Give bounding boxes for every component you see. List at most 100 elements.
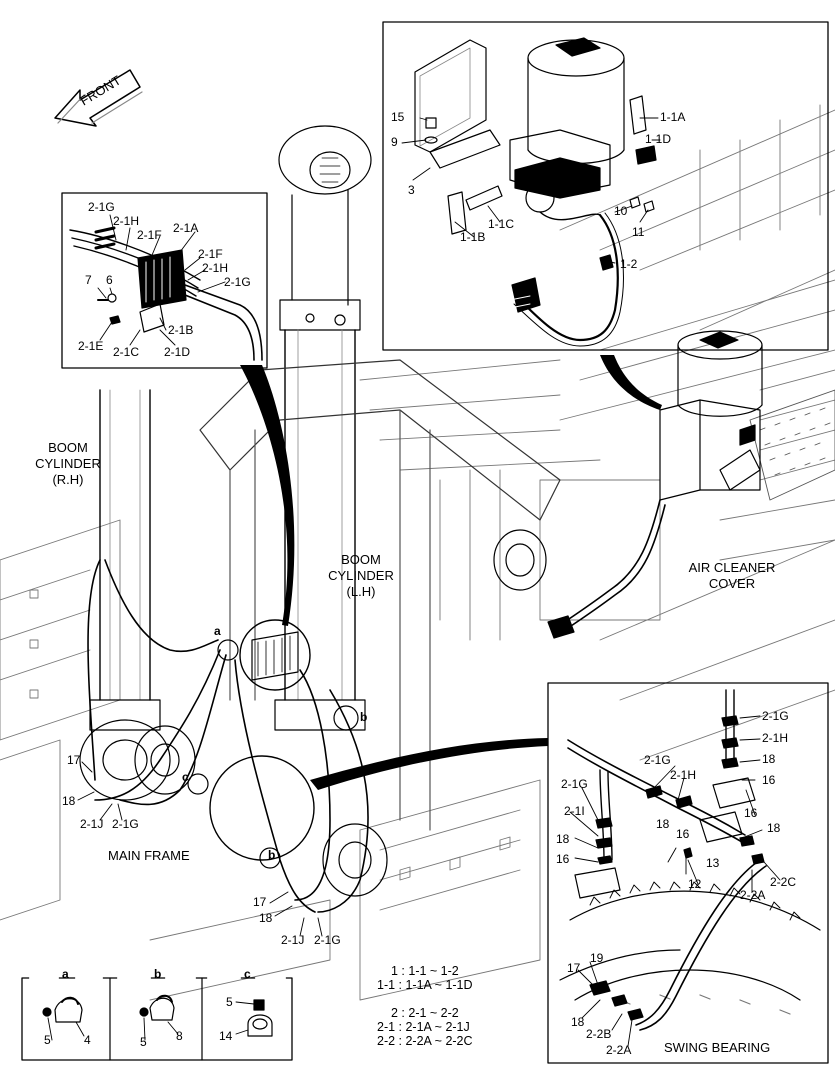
- callout-2-1B: 2-1B: [168, 323, 194, 337]
- legend-line-1: 1 : 1-1 ~ 1-2: [391, 964, 459, 978]
- boom-cylinder-lh-label-3: (L.H): [346, 584, 376, 599]
- detail-c-title: c: [244, 967, 251, 981]
- callout-2-1A: 2-1A: [173, 221, 199, 235]
- boom-foot-bosses: [134, 359, 561, 897]
- callout-2-1J-right: 2-1J: [281, 933, 305, 947]
- swing-bearing-label: SWING BEARING: [664, 1040, 771, 1055]
- callout-br-18-2: 18: [556, 832, 570, 846]
- callout-br-2-2A-2: 2-2A: [606, 1043, 632, 1057]
- callout-15: 15: [391, 110, 405, 124]
- boom-cylinder-rh-label-3: (R.H): [52, 472, 84, 487]
- callout-18-right: 18: [259, 911, 273, 925]
- callout-2-1H-top: 2-1H: [113, 214, 140, 228]
- callout-br-12: 12: [688, 877, 702, 891]
- boom-cylinder-rh-label-1: BOOM: [48, 440, 88, 455]
- callout-br-2-1I: 2-1I: [564, 804, 585, 818]
- detail-box-frames: [21, 977, 293, 1061]
- callout-br-2-2C: 2-2C: [770, 875, 797, 889]
- boom-cylinder-lh-label-2: CYLINDER: [328, 568, 394, 583]
- callout-br-2-1G-1: 2-1G: [762, 709, 789, 723]
- box-swing-bearing-exploded: [547, 682, 829, 1064]
- callout-br-2-1G-2: 2-1G: [644, 753, 671, 767]
- box-distributor-exploded: [61, 192, 268, 369]
- callout-9: 9: [391, 135, 398, 149]
- detail-a-5: 5: [44, 1033, 51, 1047]
- callout-2-1G-right: 2-1G: [314, 933, 341, 947]
- legend-line-2: 1-1 : 1-1A ~ 1-1D: [377, 978, 473, 992]
- callout-17-right: 17: [253, 895, 267, 909]
- air-cleaner-label-2: COVER: [708, 576, 756, 591]
- callout-7: 7: [85, 273, 92, 287]
- detail-a-title: a: [62, 967, 69, 981]
- callout-br-18-3: 18: [767, 821, 781, 835]
- callout-br-18-4: 18: [656, 817, 670, 831]
- callout-br-2-2B: 2-2B: [586, 1027, 612, 1041]
- callout-1-1D: 1-1D: [645, 132, 672, 146]
- callout-br-16-2: 16: [556, 852, 570, 866]
- callout-2-1F-top: 2-1F: [137, 228, 162, 242]
- detail-circles: [187, 619, 359, 869]
- callout-2-1G-left: 2-1G: [112, 817, 139, 831]
- detail-b-5: 5: [140, 1035, 147, 1049]
- callout-br-18-5: 18: [571, 1015, 585, 1029]
- boom-cylinder-rh: [79, 389, 171, 801]
- detail-b-8: 8: [176, 1029, 183, 1043]
- legend-line-3: [377, 992, 473, 1006]
- callout-2-1J-left: 2-1J: [80, 817, 104, 831]
- callout-1-1B: 1-1B: [460, 230, 486, 244]
- callout-2-1H-mid: 2-1H: [202, 261, 229, 275]
- callout-br-2-1H-2: 2-1H: [670, 768, 697, 782]
- main-frame-label: MAIN FRAME: [108, 848, 190, 863]
- detail-ref-b-lower: b: [268, 848, 276, 862]
- magnifier-leaders: [240, 355, 662, 790]
- main-frame-lines: [0, 519, 541, 1001]
- callout-br-2-1H-1: 2-1H: [762, 731, 789, 745]
- callout-1-2: 1-2: [620, 257, 638, 271]
- callout-1-1C: 1-1C: [488, 217, 515, 231]
- boom-cylinder-lh-label-1: BOOM: [341, 552, 381, 567]
- detail-ref-c: c: [182, 770, 189, 784]
- callout-3: 3: [408, 183, 415, 197]
- assembly-legend: 1 : 1-1 ~ 1-2 1-1 : 1-1A ~ 1-1D 2 : 2-1 …: [377, 964, 473, 1048]
- air-cleaner-assembly: [547, 330, 763, 639]
- detail-c-14: 14: [219, 1029, 233, 1043]
- leader-lines: [47, 117, 781, 1047]
- legend-line-5: 2-1 : 2-1A ~ 2-1J: [377, 1020, 470, 1034]
- detail-ref-a: a: [214, 624, 221, 638]
- box-air-cleaner-exploded: [382, 21, 829, 351]
- air-cleaner-label-1: AIR CLEANER: [688, 560, 776, 575]
- callout-br-13: 13: [706, 856, 720, 870]
- grease-hoses: [87, 559, 369, 913]
- callout-6: 6: [106, 273, 113, 287]
- callout-br-17: 17: [567, 961, 581, 975]
- callout-2-1C: 2-1C: [113, 345, 140, 359]
- callout-18-left: 18: [62, 794, 76, 808]
- callout-17-left: 17: [67, 753, 81, 767]
- detail-ref-b-upper: b: [360, 710, 368, 724]
- callout-br-19: 19: [590, 951, 604, 965]
- callout-br-2-1G-3: 2-1G: [561, 777, 588, 791]
- checker-plate: [749, 389, 835, 501]
- front-arrow-icon: [54, 69, 143, 127]
- boom-cylinder-lh: [274, 125, 372, 731]
- callout-br-18-1: 18: [762, 752, 776, 766]
- callout-br-16-4: 16: [676, 827, 690, 841]
- callout-br-16-3: 16: [744, 806, 758, 820]
- boom-cylinder-rh-label-2: CYLINDER: [35, 456, 101, 471]
- callout-2-1D: 2-1D: [164, 345, 191, 359]
- detail-a-4: 4: [84, 1033, 91, 1047]
- callout-2-1F-mid: 2-1F: [198, 247, 223, 261]
- callout-br-16-1: 16: [762, 773, 776, 787]
- callout-11: 11: [632, 225, 645, 239]
- distributor-block: [251, 631, 299, 681]
- detail-b-title: b: [154, 967, 162, 981]
- legend-line-4: 2 : 2-1 ~ 2-2: [391, 1006, 459, 1020]
- callout-10: 10: [614, 204, 628, 218]
- callout-2-1G-mid: 2-1G: [224, 275, 251, 289]
- callout-2-1G-top: 2-1G: [88, 200, 115, 214]
- upper-deck-lines: [359, 104, 835, 761]
- callout-2-1E: 2-1E: [78, 339, 104, 353]
- legend-line-6: 2-2 : 2-2A ~ 2-2C: [377, 1034, 473, 1048]
- callout-1-1A: 1-1A: [660, 110, 686, 124]
